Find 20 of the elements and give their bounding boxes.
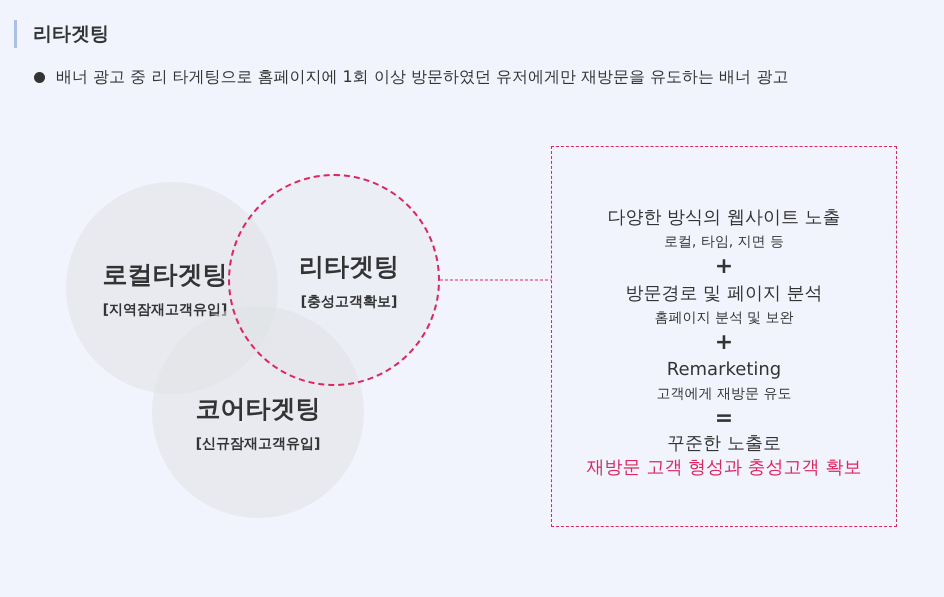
- circle-title: 코어타겟팅: [196, 392, 320, 424]
- circle-subtitle: [신규잠재고객유입]: [196, 434, 320, 452]
- item-heading: Remarketing: [666, 358, 782, 382]
- item-description: 로컬, 타임, 지면 등: [664, 232, 784, 252]
- summary-box: [551, 146, 897, 527]
- circle-subtitle: [지역잠재고객유입]: [102, 300, 228, 318]
- circle-title: 리타겟팅: [299, 250, 399, 282]
- operator-symbol: =: [714, 406, 734, 432]
- operator-symbol: +: [714, 330, 734, 356]
- item-description: 홈페이지 분석 및 보완: [654, 308, 794, 328]
- section-title: 리타겟팅: [14, 20, 109, 48]
- result-text: 꾸준한 노출로: [667, 432, 781, 456]
- circle-title: 로컬타겟팅: [102, 258, 228, 290]
- item-heading: 방문경로 및 페이지 분석: [625, 282, 823, 306]
- result-highlight: 재방문 고객 형성과 충성고객 확보: [586, 456, 862, 480]
- item-description: 고객에게 재방문 유도: [656, 384, 792, 404]
- operator-symbol: +: [714, 254, 734, 280]
- circle-subtitle: [충성고객확보]: [300, 292, 398, 310]
- item-heading: 다양한 방식의 웹사이트 노출: [607, 206, 841, 230]
- description-text: 배너 광고 중 리 타게팅으로 홈페이지에 1회 이상 방문하였던 유저에게만 재방문을 유도하는 배너 광고: [56, 66, 788, 88]
